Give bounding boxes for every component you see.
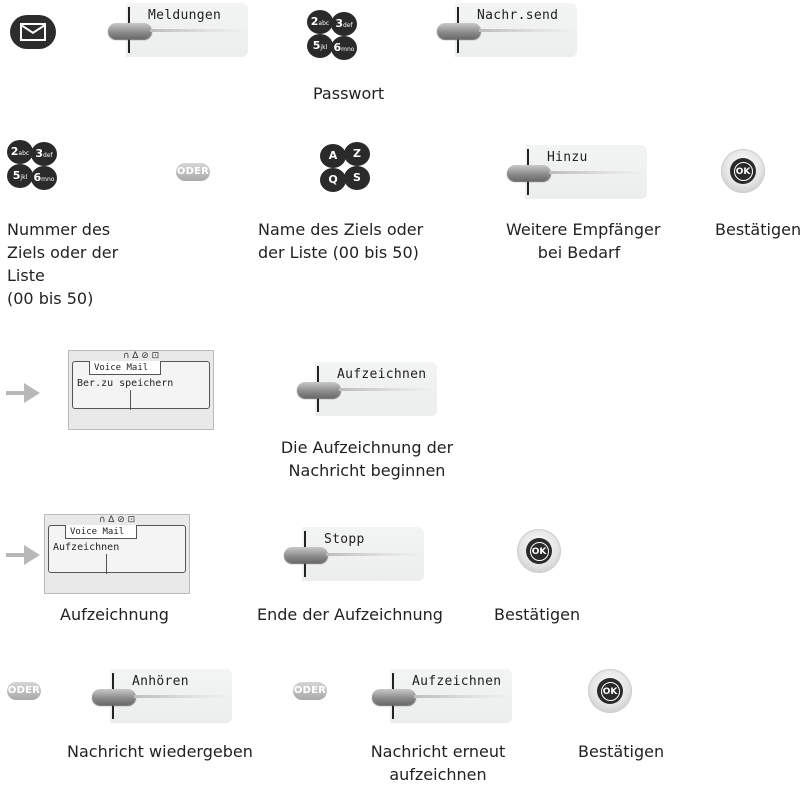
caption-passwort: Passwort [313,84,385,103]
caption-confirm: Bestätigen [578,742,665,761]
numeric-keypad-icon[interactable]: 2abc 3def 5jkl 6mno [7,140,57,190]
softkey-label: Stopp [324,532,365,547]
caption-end-recording: Ende der Aufzeichnung [257,605,443,624]
caption-number: Nummer des Ziels oder der Liste (00 bis … [7,220,119,308]
numeric-keypad-icon[interactable]: 2abc 3def 5jkl 6mno [307,10,357,60]
oder-badge: ODER [7,682,41,700]
softkey-label: Nachr.send [477,8,559,23]
envelope-icon [20,23,46,41]
right-arrow-icon [6,544,40,566]
ok-button[interactable]: OK [588,669,632,713]
softkey-aufzeichnen[interactable]: Aufzeichnen [297,362,437,416]
ok-button[interactable]: OK [517,529,561,573]
softkey-anhoeren[interactable]: Anhören [92,669,232,723]
caption-recording: Aufzeichnung [60,605,169,624]
caption-rerecord: Nachricht erneut aufzeichnen [370,742,506,784]
phone-screen: ∩ ∆ ⊘ ⊡ Voice Mail Aufzeichnen [44,514,190,594]
screen-line: Ber.zu speichern [77,378,174,389]
softkey-hinzu[interactable]: Hinzu [507,145,647,199]
message-button[interactable] [10,15,56,49]
ok-button[interactable]: OK [721,149,765,193]
oder-badge: ODER [293,682,327,700]
softkey-label: Meldungen [148,8,222,23]
oder-badge: ODER [176,163,210,181]
caption-name: Name des Ziels oder der Liste (00 bis 50… [258,220,424,262]
status-icons: ∩ ∆ ⊘ ⊡ [122,351,160,361]
softkey-meldungen[interactable]: Meldungen [108,3,248,57]
softkey-nachr-send[interactable]: Nachr.send [437,3,577,57]
softkey-label: Hinzu [547,150,588,165]
softkey-label: Aufzeichnen [412,674,502,689]
status-icons: ∩ ∆ ⊘ ⊡ [98,515,136,525]
softkey-label: Aufzeichnen [337,367,427,382]
softkey-stopp[interactable]: Stopp [284,527,424,581]
phone-screen: ∩ ∆ ⊘ ⊡ Voice Mail Ber.zu speichern [68,350,214,430]
right-arrow-icon [6,382,40,404]
screen-line: Aufzeichnen [53,542,120,553]
caption-play-message: Nachricht wiedergeben [67,742,253,761]
caption-confirm: Bestätigen [494,605,581,624]
caption-confirm: Bestätigen [715,220,802,239]
caption-more-recipients: Weitere Empfänger bei Bedarf [506,220,661,262]
screen-tab: Voice Mail [89,361,161,375]
screen-tab: Voice Mail [65,525,137,539]
softkey-aufzeichnen[interactable]: Aufzeichnen [372,669,512,723]
caption-start-recording: Die Aufzeichnung der Nachricht beginnen [280,438,454,480]
alpha-keypad-icon[interactable]: A Z Q S [320,142,370,192]
softkey-label: Anhören [132,674,189,689]
